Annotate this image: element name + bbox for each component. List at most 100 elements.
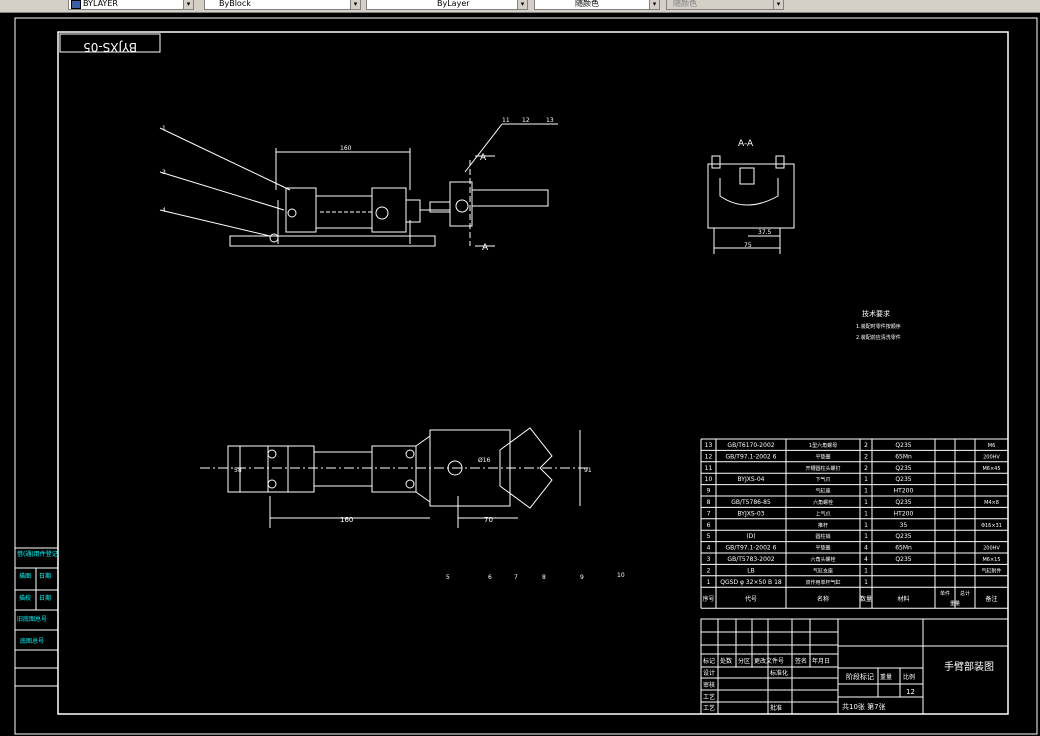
- bom-row-no: 13: [705, 442, 713, 449]
- bom-row-code: GB/T5783-2002: [727, 556, 774, 563]
- tb-count: 处数: [720, 657, 732, 665]
- tb-weight: 重量: [880, 673, 892, 681]
- bom-row-material: 65Mn: [895, 453, 912, 460]
- dim-top-len: 160: [340, 145, 352, 152]
- side-cell-4: 日期: [39, 594, 51, 602]
- tech-req-line-1: 1.装配时零件按顺序: [856, 323, 901, 330]
- bom-row-qty: 1: [864, 510, 868, 517]
- bom-row-note: M6×15: [982, 557, 1000, 563]
- bom-row-name: 六角螺栓: [813, 499, 833, 506]
- linetype-combo[interactable]: ByLayer ▾: [366, 0, 528, 10]
- dim-section-w1: 37.5: [758, 229, 772, 236]
- bom-row-no: 12: [705, 453, 713, 460]
- tb-process: 工艺: [703, 693, 715, 701]
- balloon-11: 11: [502, 117, 510, 124]
- bom-header-name: 名称: [817, 595, 829, 603]
- bom-row-qty: 1: [864, 522, 868, 529]
- bom-row-qty: 2: [864, 465, 868, 472]
- bom-row-no: 9: [707, 488, 711, 495]
- bom-row-note: M4×8: [984, 500, 999, 506]
- bom-row-code: (D): [746, 533, 755, 540]
- bom-row-qty: 2: [864, 442, 868, 449]
- front-view: [159, 123, 558, 247]
- dim-bottom-h: 58: [234, 467, 242, 474]
- side-cell-1: 描图: [19, 572, 31, 580]
- lineweight-combo[interactable]: 随颜色 ▾: [534, 0, 660, 10]
- color-combo[interactable]: ByBlock ▾: [204, 0, 361, 10]
- dim-section-w2: 75: [744, 242, 752, 249]
- side-cell-3: 描校: [19, 594, 31, 602]
- side-label-3: 底图总号: [20, 637, 44, 645]
- bom-row-note: Φ16×31: [981, 523, 1002, 529]
- bom-header-no: 序号: [702, 595, 714, 603]
- bom-row-name: 气缸支座: [813, 567, 833, 574]
- color-value: ByBlock: [219, 0, 251, 8]
- bom-row-code: GB/T6170-2002: [727, 442, 774, 449]
- bom-row-no: 6: [707, 522, 711, 529]
- balloon-12: 12: [522, 117, 530, 124]
- section-label: A-A: [738, 139, 754, 149]
- plotstyle-combo[interactable]: 随颜色 ▾: [666, 0, 784, 10]
- balloon-8: 8: [542, 574, 546, 581]
- section-mark-top: A: [480, 153, 487, 163]
- chevron-down-icon[interactable]: ▾: [350, 0, 360, 9]
- bom-header-weight2: 总计: [960, 590, 970, 597]
- bom-row-code: GB/T5786-85: [731, 499, 771, 506]
- bom-row-no: 4: [707, 545, 711, 552]
- tech-req-line-2: 2.装配前应清洗零件: [856, 334, 901, 341]
- bom-row-material: Q235: [895, 499, 911, 506]
- bom-header-note: 备注: [985, 595, 997, 603]
- dim-bottom-h2: 91: [584, 467, 592, 474]
- side-cell-2: 日期: [39, 572, 51, 580]
- layer-combo[interactable]: BYLAYER ▾: [68, 0, 194, 10]
- bom-row-qty: 2: [864, 453, 868, 460]
- tb-sheet: 共10张 第7张: [842, 702, 886, 711]
- bom-row-name: 开槽圆柱头螺钉: [805, 465, 840, 472]
- chevron-down-icon[interactable]: ▾: [183, 0, 193, 9]
- bom-row-material: 65Mn: [895, 545, 912, 552]
- chevron-down-icon[interactable]: ▾: [649, 0, 659, 9]
- bom-row-no: 7: [707, 510, 711, 517]
- balloon-6: 6: [488, 574, 492, 581]
- bom-header-weight3: 重量: [950, 600, 960, 607]
- bom-row-material: Q235: [895, 533, 911, 540]
- bom-row-name: 圆柱销: [815, 533, 830, 540]
- properties-toolbar: BYLAYER ▾ ByBlock ▾ ByLayer ▾ 随颜色 ▾ 随颜色 …: [0, 0, 1040, 13]
- bom-row-no: 2: [707, 567, 711, 574]
- bom-row-qty: 1: [864, 533, 868, 540]
- bom-row-name: 平垫圈: [815, 453, 830, 460]
- lineweight-value: 随颜色: [575, 0, 599, 8]
- section-view: [707, 155, 795, 254]
- bom-row-qty: 1: [864, 567, 868, 574]
- tb-scale: 12: [906, 688, 915, 696]
- bom-row-note: M6: [988, 443, 996, 449]
- balloon-3: 3: [162, 169, 166, 176]
- bom-row-no: 11: [705, 465, 713, 472]
- side-label-2: 旧底图总号: [17, 615, 47, 623]
- bom-row-qty: 1: [864, 488, 868, 495]
- bom-row-no: 8: [707, 499, 711, 506]
- bom-row-qty: 4: [864, 556, 868, 563]
- bom-row-name: 推杆: [818, 522, 828, 529]
- tb-check: 审核: [703, 681, 715, 689]
- bom-row-qty: 1: [864, 499, 868, 506]
- bom-header-qty: 数量: [860, 595, 872, 603]
- plan-view: [200, 427, 590, 528]
- chevron-down-icon[interactable]: ▾: [773, 0, 783, 9]
- layer-icon: [71, 0, 81, 9]
- bom-header-material: 材料: [897, 595, 909, 603]
- layer-value: BYLAYER: [83, 0, 118, 8]
- bom-row-name: 六角头螺栓: [810, 556, 835, 563]
- linetype-value: ByLayer: [437, 0, 470, 8]
- balloon-1: 1: [162, 125, 166, 132]
- tech-requirements: 技术要求 1.装配时零件按顺序 2.装配前应清洗零件: [856, 309, 901, 341]
- tb-mark: 标记: [703, 657, 715, 665]
- tb-date: 年月日: [812, 657, 830, 665]
- bom-row-code: BYJXS-04: [738, 476, 765, 483]
- bom-header-weight1: 单件: [940, 590, 950, 597]
- bom-row-no: 3: [707, 556, 711, 563]
- chevron-down-icon[interactable]: ▾: [517, 0, 527, 9]
- bom-row-name: 上气爪: [815, 510, 830, 517]
